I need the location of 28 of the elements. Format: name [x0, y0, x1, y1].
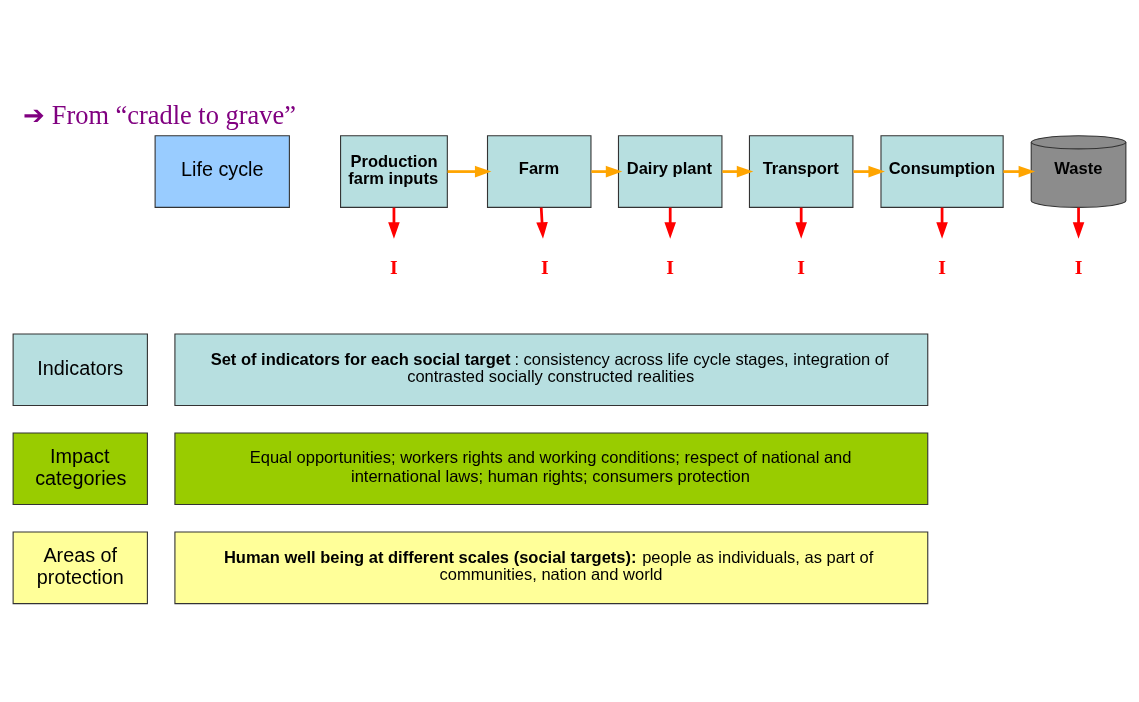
node-box: Set of indicators for each social target: consistency across life cycle stages, integration of contrasted socially constructed realities: [174, 333, 929, 407]
node-text: I: [797, 256, 806, 279]
arrow: [1072, 207, 1085, 239]
arrow: [591, 165, 623, 178]
node-box: Farm: [486, 135, 592, 208]
arrow: [795, 207, 807, 239]
node-text: I: [666, 256, 675, 279]
node-text: I: [938, 256, 946, 279]
node-box: Dairy plant: [617, 135, 723, 208]
arrow: [447, 165, 492, 178]
arrow: [722, 165, 754, 178]
arrow: [853, 165, 885, 178]
arrow: [1003, 165, 1036, 178]
node-box: Areas of protection: [12, 531, 148, 605]
arrow: [536, 207, 548, 239]
diagram-title: ➔ From “cradle to grave”: [23, 99, 296, 130]
node-box: Production farm inputs: [340, 135, 448, 208]
arrow: [664, 207, 676, 239]
node-box: Transport: [748, 135, 854, 208]
node-text: I: [1074, 256, 1083, 279]
node-text: I: [390, 256, 398, 279]
node-box: Equal opportunities; workers rights and working conditions; respect of national and international laws; human rights; consumers protection: [174, 432, 929, 506]
node-box: Consumption: [880, 135, 1004, 208]
node-box: Indicators: [12, 333, 148, 407]
node-box: Human well being at different scales (social targets): people as individuals, as part of communities, nation and world: [174, 531, 929, 605]
node-box: Impact categories: [12, 432, 148, 506]
node-box: Life cycle: [154, 135, 290, 208]
node-text: I: [540, 256, 549, 279]
